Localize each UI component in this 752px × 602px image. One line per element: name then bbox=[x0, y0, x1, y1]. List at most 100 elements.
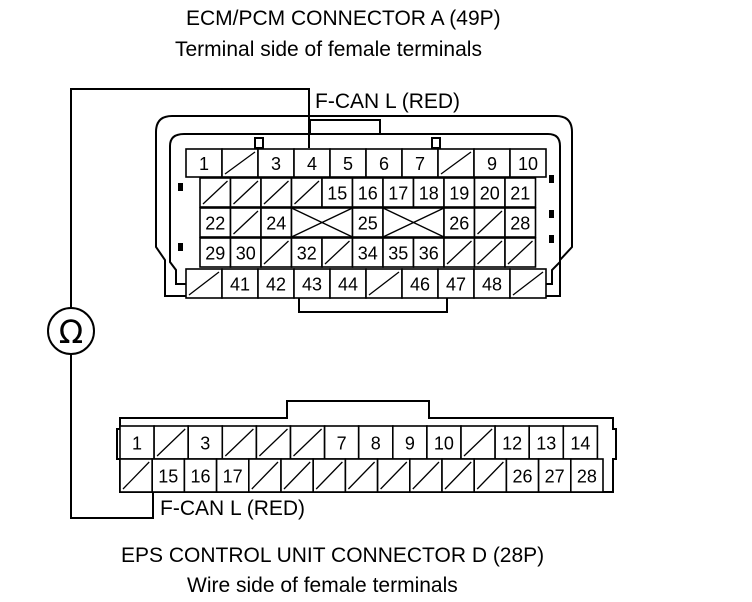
connector-a-terminal-number: 41 bbox=[230, 275, 250, 295]
connector-d-terminal-number: 16 bbox=[190, 467, 210, 487]
connector-a-terminal-number: 16 bbox=[358, 184, 378, 204]
connector-a-terminal-number: 17 bbox=[388, 184, 408, 204]
connector-d-empty-slash bbox=[224, 428, 254, 457]
ohm-symbol: Ω bbox=[59, 313, 83, 351]
connector-d-terminal-number: 13 bbox=[536, 434, 556, 454]
connector-d-terminal bbox=[119, 425, 155, 460]
connector-d-terminal-number: 27 bbox=[545, 467, 565, 487]
connector-d-terminal bbox=[569, 458, 604, 493]
connector-a-empty-slash bbox=[233, 210, 259, 235]
connector-d-terminal-number: 14 bbox=[570, 434, 590, 454]
connector-a-terminal-number: 22 bbox=[205, 214, 225, 234]
connector-a-terminal bbox=[221, 268, 259, 299]
connector-a-terminal-number: 18 bbox=[419, 184, 439, 204]
connector-a-empty-slash bbox=[477, 210, 503, 235]
connector-a-terminal-number: 15 bbox=[327, 184, 347, 204]
connector-a-terminal-number: 10 bbox=[518, 154, 538, 174]
connector-d-terminal bbox=[215, 458, 250, 493]
connector-a-blocked-cross bbox=[291, 207, 353, 238]
connector-a-empty-slash bbox=[263, 240, 289, 265]
connector-a-terminal bbox=[351, 237, 384, 268]
connector-a-terminal bbox=[329, 268, 367, 299]
connector-a-terminal bbox=[351, 177, 384, 208]
connector-a-terminal-number: 29 bbox=[205, 244, 225, 264]
connector-a-empty-slash bbox=[507, 240, 533, 265]
connector-a-blocked-cross bbox=[382, 207, 445, 238]
connector-a-terminal-number: 25 bbox=[358, 214, 378, 234]
connector-d-subtitle: Wire side of female terminals bbox=[187, 574, 458, 597]
connector-d-terminal-number: 1 bbox=[132, 434, 142, 454]
connector-a-terminal-number: 26 bbox=[449, 214, 469, 234]
connector-a-terminal-number: 48 bbox=[482, 275, 502, 295]
connector-a-terminal-number: 20 bbox=[480, 184, 500, 204]
connector-a-terminal bbox=[412, 177, 445, 208]
connector-a-terminal bbox=[437, 268, 475, 299]
connector-d-probe-label: F-CAN L (RED) bbox=[160, 497, 306, 520]
connector-a-terminal bbox=[401, 268, 439, 299]
connector-a-terminal-number: 34 bbox=[358, 244, 378, 264]
connector-d-terminal-number: 8 bbox=[371, 434, 381, 454]
connector-a-empty-slash bbox=[477, 240, 503, 265]
connector-a-terminal-number: 30 bbox=[236, 244, 256, 264]
connector-a-terminal bbox=[321, 177, 354, 208]
connector-d-empty-slash bbox=[476, 461, 504, 490]
connector-a-latches bbox=[178, 175, 554, 251]
connector-a-terminal bbox=[473, 268, 511, 299]
ohmmeter-icon: Ω bbox=[47, 307, 95, 355]
connector-a-terminal-number: 36 bbox=[419, 244, 439, 264]
connector-a-empty-slash bbox=[446, 240, 472, 265]
connector-d-terminal-number: 7 bbox=[337, 434, 347, 454]
connector-a-terminal bbox=[412, 237, 445, 268]
connector-d-terminal-number: 10 bbox=[434, 434, 454, 454]
connector-d-terminal-number: 3 bbox=[200, 434, 210, 454]
connector-d-empty-slash bbox=[380, 461, 408, 490]
connector-a-terminal-number: 42 bbox=[266, 275, 286, 295]
connector-a-title: ECM/PCM CONNECTOR A (49P) bbox=[186, 7, 501, 30]
connector-a-terminal bbox=[443, 177, 476, 208]
connector-d-title: EPS CONTROL UNIT CONNECTOR D (28P) bbox=[121, 544, 545, 567]
connector-a-terminal-number: 24 bbox=[266, 214, 286, 234]
connector-d-terminal bbox=[562, 425, 599, 460]
connector-d-empty-slash bbox=[347, 461, 376, 490]
connector-a-empty-slash bbox=[224, 151, 256, 175]
connector-a-terminal-number: 44 bbox=[338, 275, 358, 295]
connector-a-terminal bbox=[290, 237, 323, 268]
connector-a-terminal-number: 32 bbox=[297, 244, 317, 264]
connector-a-terminal bbox=[443, 207, 476, 238]
connector-d-empty-slash bbox=[251, 461, 279, 490]
connector-a-terminal bbox=[504, 177, 537, 208]
connector-d-empty-slash bbox=[463, 428, 493, 457]
connector-a-empty-slash bbox=[294, 180, 320, 205]
connector-a-subtitle: Terminal side of female terminals bbox=[175, 38, 482, 61]
connector-a-terminal-number: 47 bbox=[446, 275, 466, 295]
connector-a-terminal-number: 28 bbox=[510, 214, 530, 234]
connector-a-empty-slash bbox=[368, 271, 400, 296]
connector-d-empty-slash bbox=[444, 461, 472, 490]
connector-d-terminal bbox=[151, 458, 186, 493]
connector-a-terminal-number: 5 bbox=[343, 154, 353, 174]
connector-a-terminal bbox=[509, 148, 547, 178]
connector-d-terminal-number: 26 bbox=[512, 467, 532, 487]
connector-a-terminal bbox=[504, 207, 537, 238]
connector-a-terminal-number: 7 bbox=[415, 154, 425, 174]
connector-a-terminal-number: 1 bbox=[199, 154, 209, 174]
connector-d-terminal-number: 17 bbox=[223, 467, 243, 487]
connector-a-terminal bbox=[293, 268, 331, 299]
connector-a-terminal bbox=[293, 148, 331, 178]
connector-a-terminal-number: 3 bbox=[271, 154, 281, 174]
connector-a-terminal bbox=[199, 207, 232, 238]
connector-a-empty-slash bbox=[512, 271, 544, 296]
connector-a-terminal bbox=[401, 148, 439, 178]
connector-a-empty-slash bbox=[233, 180, 259, 205]
connector-d-empty-slash bbox=[315, 461, 343, 490]
connector-a-terminal bbox=[185, 148, 223, 178]
connector-a-housing bbox=[155, 115, 573, 313]
connector-a-terminal-number: 9 bbox=[487, 154, 497, 174]
connector-d-empty-slash bbox=[156, 428, 186, 457]
connector-a-terminal-number: 35 bbox=[388, 244, 408, 264]
connector-a-terminal-number: 6 bbox=[379, 154, 389, 174]
connector-d-terminal-number: 28 bbox=[577, 467, 597, 487]
connector-a-terminal-number: 21 bbox=[510, 184, 530, 204]
